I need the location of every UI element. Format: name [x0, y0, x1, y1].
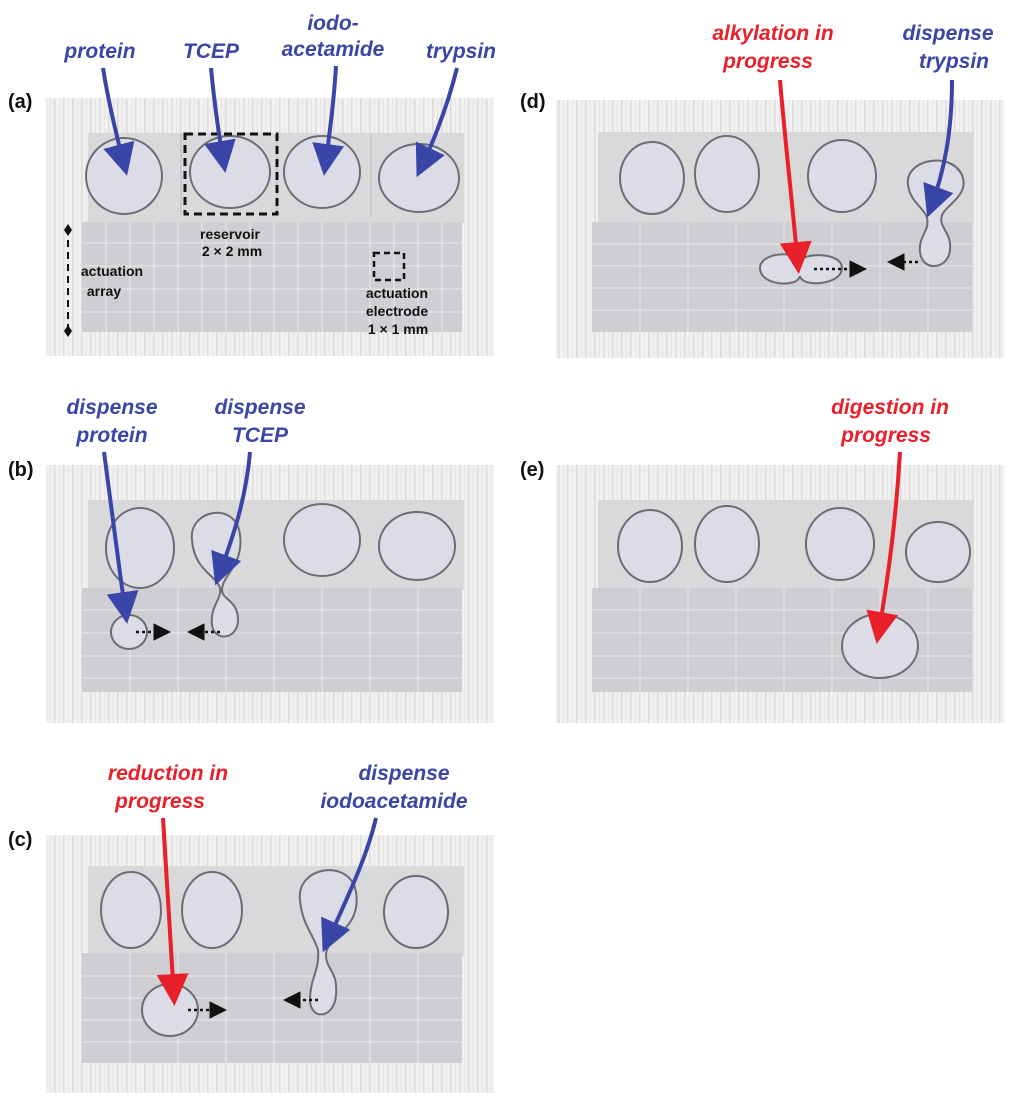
label-digestion-line1: digestion in: [831, 396, 949, 419]
reservoir-droplet-tcep: [189, 135, 271, 209]
merged-droplet-alkylation: [758, 253, 844, 285]
label-iodo-line1: iodo-: [307, 12, 358, 35]
label-digestion-line2: progress: [840, 424, 931, 447]
panel-d: (d) alkylation in progress dispense tryp…: [520, 22, 1004, 358]
label-reduction-line1: reduction in: [108, 762, 228, 785]
label-tcep: TCEP: [183, 40, 240, 63]
label-dispense-trypsin-line2: trypsin: [919, 50, 989, 73]
panel-letter-d: (d): [520, 91, 546, 113]
reservoir-droplet-trypsin: [383, 875, 449, 949]
electrode-array: [82, 222, 462, 332]
electrode-grid: [82, 222, 462, 332]
reservoir-droplet-iodoacetamide: [805, 507, 875, 581]
electrode-dashed-box: [372, 251, 406, 282]
arrow-reduction: [156, 817, 189, 1006]
label-reduction-line2: progress: [114, 790, 205, 813]
electrode-grid: [82, 588, 462, 692]
electrode-grid: [592, 588, 972, 692]
label-dispense-protein-line1: dispense: [66, 396, 157, 419]
reservoir-droplet-tcep: [694, 135, 760, 213]
reservoir-droplet-protein: [617, 509, 683, 583]
arrow-digestion: [866, 451, 902, 644]
reservoir-dashed-box: [183, 132, 279, 216]
protein-droplet-dispensed: [110, 614, 148, 650]
label-dispense-protein-line2: protein: [75, 424, 147, 447]
array-end-top: [64, 224, 72, 236]
reservoir-droplet-tcep: [694, 505, 760, 583]
panel-letter-e: (e): [520, 459, 544, 481]
panel-e: (e) digestion in progress: [520, 396, 1004, 723]
panel-a: (a) protein TCEP iodo- acetamide trypsin…: [8, 12, 496, 356]
reservoir-droplet-protein: [105, 507, 175, 589]
reservoir-droplet-protein: [100, 871, 162, 949]
label-trypsin: trypsin: [426, 40, 496, 63]
note-electrode-line1: actuation: [366, 285, 428, 301]
arrow-dispense-tcep: [211, 451, 252, 586]
label-dispense-iodo-line2: iodoacetamide: [320, 790, 467, 813]
panel-b: (b) dispense protein dispense TCEP: [8, 396, 494, 723]
reservoir-droplet-iodoacetamide: [283, 135, 361, 209]
label-iodo-line2: acetamide: [282, 38, 385, 61]
reservoir-droplet-trypsin: [378, 511, 456, 581]
label-dispense-iodo-line1: dispense: [358, 762, 449, 785]
arrow-protein: [101, 67, 135, 176]
note-electrode-line3: 1 × 1 mm: [368, 321, 428, 337]
arrow-iodoacetamide: [312, 65, 344, 176]
label-dispense-trypsin-line1: dispense: [902, 22, 993, 45]
panel-letter-c: (c): [8, 829, 32, 851]
arrow-alkylation: [778, 79, 812, 274]
panel-letter-b: (b): [8, 459, 34, 481]
arrow-dispense-trypsin: [923, 79, 954, 218]
label-dispense-tcep-line1: dispense: [214, 396, 305, 419]
array-end-bottom: [64, 325, 72, 337]
panel-letter-a: (a): [8, 91, 32, 113]
note-electrode-line2: electrode: [366, 303, 428, 319]
reservoir-droplet-trypsin: [378, 143, 460, 213]
label-alkylation-line2: progress: [722, 50, 813, 73]
reservoir-droplet-tcep: [181, 871, 243, 949]
reservoir-droplet-iodoacetamide: [283, 503, 361, 577]
arrow-dispense-iodo: [321, 817, 378, 953]
label-dispense-tcep-line2: TCEP: [232, 424, 289, 447]
electrode-array: [82, 953, 462, 1063]
note-array-line2: array: [87, 283, 121, 299]
note-reservoir-line1: reservoir: [200, 226, 260, 242]
label-alkylation-line1: alkylation in: [712, 22, 833, 45]
panel-c: (c) reduction in progress dispense iodoa…: [8, 762, 494, 1093]
reservoir-droplet-iodoacetamide: [807, 139, 877, 213]
label-protein: protein: [63, 40, 135, 63]
reservoir-droplet-protein: [619, 141, 685, 215]
arrow-trypsin: [415, 67, 459, 178]
reservoir-droplet-trypsin: [905, 521, 971, 583]
note-reservoir-line2: 2 × 2 mm: [202, 243, 262, 259]
arrow-tcep: [204, 67, 236, 173]
note-array-line1: actuation: [81, 263, 143, 279]
reservoir-droplet-protein: [85, 137, 163, 215]
arrow-dispense-protein: [102, 451, 139, 624]
